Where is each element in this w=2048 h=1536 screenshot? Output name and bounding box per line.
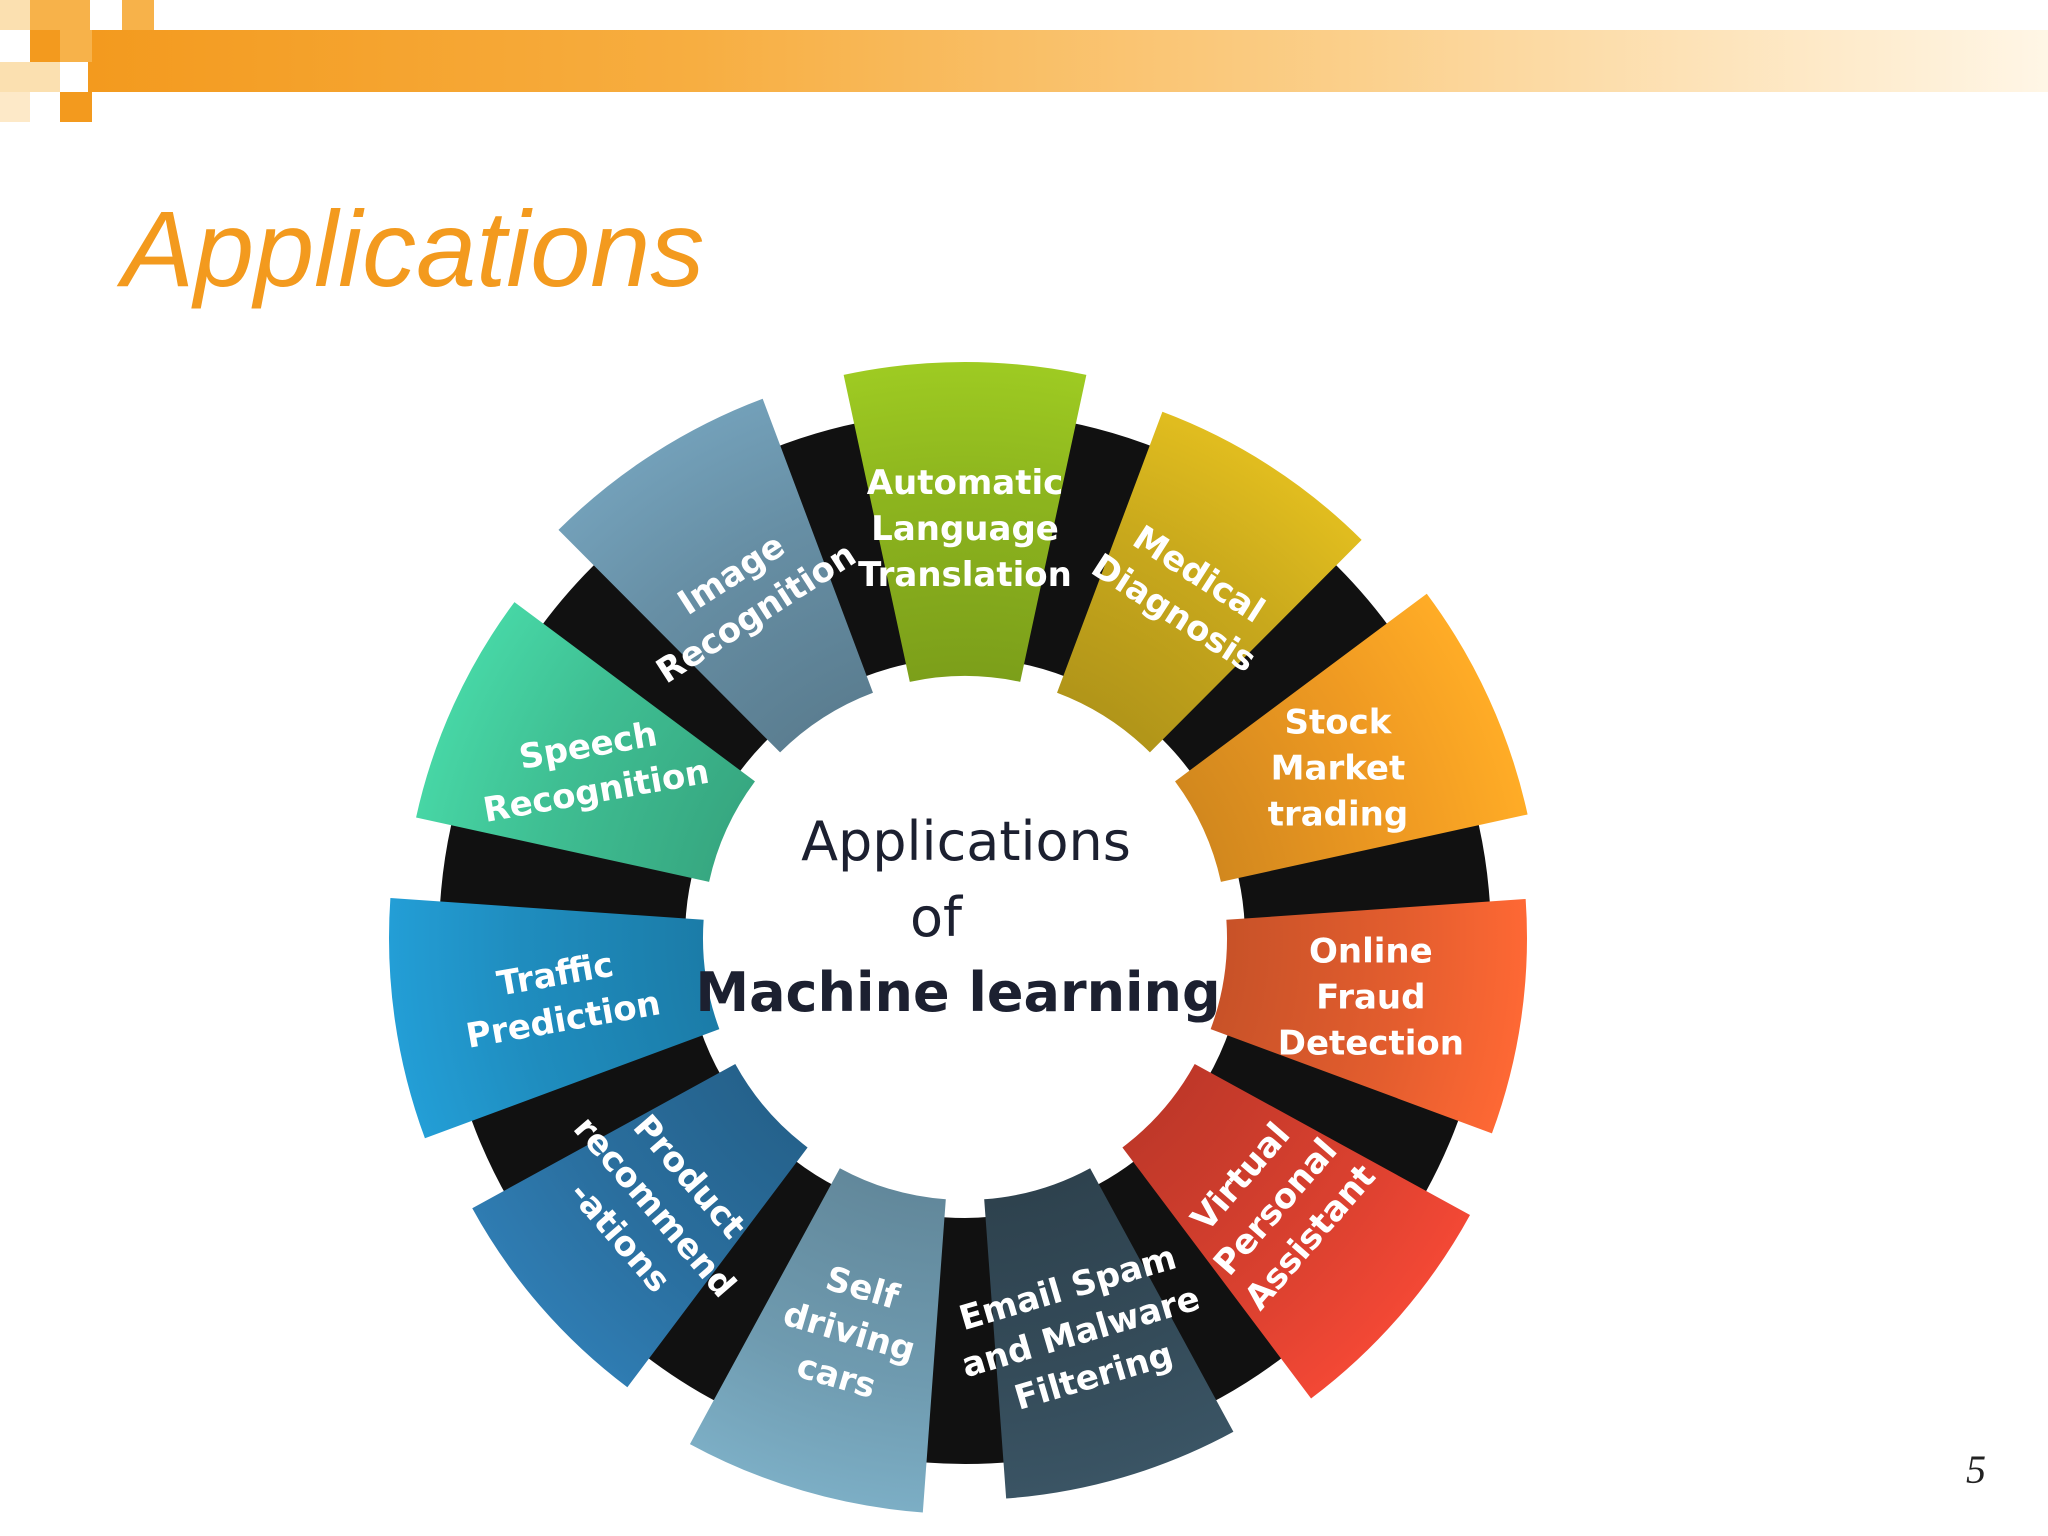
decoration-square (122, 0, 154, 30)
segment-medical-diagnosis (1057, 411, 1362, 753)
segment-virtual-personal-assistant (1122, 1064, 1471, 1399)
header-gradient-bar (88, 30, 2048, 92)
center-label: Applications of Machine learning (695, 810, 1220, 1024)
wheel-segments (389, 362, 1528, 1513)
decoration-square (60, 92, 92, 122)
segment-label-line: Fraud (1316, 977, 1425, 1017)
segment-label-line: Market (1271, 749, 1406, 789)
decoration-square (30, 30, 60, 62)
segment-self-driving-cars (689, 1168, 946, 1513)
center-label-line1: Applications (801, 810, 1131, 873)
segment-image-recognition (558, 398, 873, 753)
segment-label-line: Automatic (867, 463, 1064, 503)
segment-label-line: trading (1268, 795, 1409, 835)
decoration-square (0, 92, 30, 122)
decoration-square (0, 62, 60, 92)
center-label-line3: Machine learning (695, 961, 1220, 1024)
segment-product-recommendations (472, 1064, 808, 1388)
decoration-square (60, 30, 92, 62)
segment-email-spam-malware-filtering (984, 1168, 1234, 1499)
wheel-center-disc (707, 680, 1223, 1196)
page-title: Applications (122, 188, 705, 309)
header-decoration (0, 0, 160, 125)
page-number: 5 (1966, 1447, 1986, 1492)
segment-traffic-prediction (389, 898, 720, 1139)
segment-label-line: Online (1309, 931, 1433, 971)
segment-stock-market-trading (1175, 593, 1528, 882)
segment-label-line: Detection (1278, 1023, 1464, 1063)
segment-online-fraud-detection (1210, 898, 1527, 1134)
segment-automatic-language-translation (843, 362, 1087, 682)
segment-label-line: Language (871, 509, 1059, 549)
decoration-square (0, 0, 30, 30)
segment-label-line: Stock (1285, 703, 1393, 743)
segment-speech-recognition (416, 602, 755, 882)
segment-label-line: Translation (858, 555, 1072, 595)
center-label-line2: of (910, 886, 964, 949)
decoration-square (30, 0, 90, 30)
